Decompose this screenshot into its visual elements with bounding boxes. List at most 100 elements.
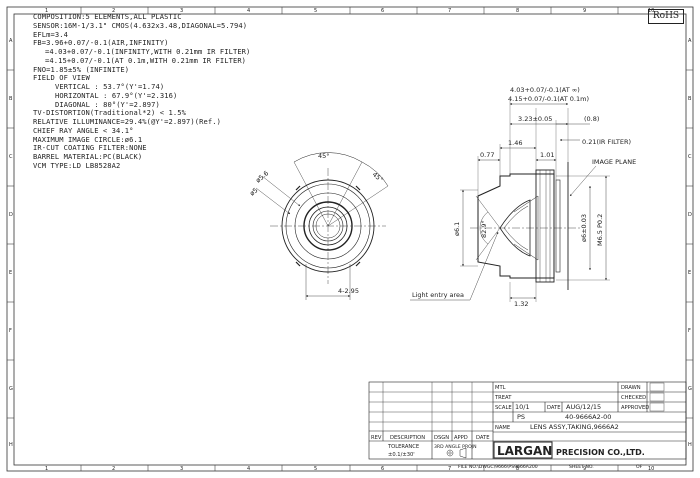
tb-ps: PS (517, 413, 525, 421)
border-number: 9 (583, 8, 586, 14)
image-plane-label: IMAGE PLANE (592, 158, 636, 166)
slot-dimension: 4-2.95 (338, 287, 359, 295)
spec-line: FB=3.96+0.07/-0.1(AIR,INFINITY) (33, 38, 169, 48)
tb-mtl: MTL (495, 385, 506, 391)
dimension-label: 1.32 (514, 300, 528, 308)
spec-line: FIELD OF VIEW (33, 73, 90, 83)
spec-line: SENSOR:16M-1/3.1" CMOS(4.632x3.48,DIAGON… (33, 20, 248, 30)
spec-line: VCM TYPE:LD LB8528A2 (33, 160, 121, 170)
company-name: PRECISION CO.,LTD. (556, 448, 645, 457)
border-letter: D (688, 212, 692, 218)
angle-label: 45° (318, 152, 330, 160)
company-logo: LARGAN (497, 444, 552, 458)
tb-file-no: FILE NO.\DWGC\9666\PS9666A200 (458, 464, 538, 470)
dimension-label: 1.46 (508, 139, 522, 147)
border-number: 10 (648, 466, 654, 472)
border-letter: C (9, 154, 13, 160)
spec-line: COMPOSITION:5 ELEMENTS,ALL PLASTIC (33, 12, 182, 21)
tb-scale-label: SCALE (495, 405, 512, 411)
border-number: 1 (45, 466, 48, 472)
border-number: 9 (583, 466, 586, 472)
angle-label: 45° (371, 170, 385, 184)
border-number: 5 (314, 466, 317, 472)
tb-appd: APPD (454, 435, 468, 441)
spec-line: IR-CUT COATING FILTER:NONE (33, 143, 147, 153)
dimension-label: 0.77 (480, 151, 494, 159)
border-letter: C (688, 154, 692, 160)
tb-of: OF (636, 464, 643, 470)
spec-notes: COMPOSITION:5 ELEMENTS,ALL PLASTIC SENSO… (33, 12, 363, 171)
tb-description: DESCRIPTION (390, 435, 425, 441)
tb-drawn: DRAWN (621, 385, 641, 391)
border-letter: H (688, 442, 692, 448)
title-block (368, 381, 687, 460)
border-letter: F (688, 328, 691, 334)
border-number: 8 (516, 466, 519, 472)
border-number: 7 (448, 466, 451, 472)
diameter-label: ø5 (248, 186, 259, 197)
title-block-labels: MTL TREAT SCALE 10/1 DATE AUG/12/15 PS 4… (371, 385, 649, 470)
border-number: 2 (112, 8, 115, 14)
border-letter: B (9, 96, 13, 102)
border-number: 4 (247, 8, 250, 14)
spec-line: RELATIVE ILLUMINANCE=29.4%(@Y'=2.897)(Re… (33, 117, 221, 126)
border-number: 3 (180, 466, 183, 472)
border-letter: G (9, 386, 13, 392)
ir-filter-thickness: 0.21(IR FILTER) (582, 138, 631, 146)
tb-sheet-no: SHEET NO. (569, 464, 594, 470)
tb-name-value: LENS ASSY,TAKING,9666A2 (530, 423, 619, 431)
spec-line: FNO=1.85±5% (INFINITE) (33, 64, 130, 74)
tb-checked: CHECKED (621, 395, 646, 401)
back-focus-near: 4.15+0.07/-0.1(AT 0.1m) (508, 95, 589, 103)
dimension-label: (0.8) (584, 115, 599, 123)
border-number: 5 (314, 8, 317, 14)
front-view (255, 152, 389, 300)
border-number: 8 (516, 8, 519, 14)
spec-line: EFLm=3.4 (33, 29, 68, 39)
tb-tolerance-label: TOLERANCE (387, 444, 419, 450)
border-letter: D (9, 212, 13, 218)
thread-label: M6.5 P0.2 (596, 214, 604, 246)
border-letter: B (688, 96, 692, 102)
side-view-labels: 4.03+0.07/-0.1(AT ∞) 4.15+0.07/-0.1(AT 0… (412, 86, 636, 308)
border-number: 2 (112, 466, 115, 472)
border-ticks (7, 7, 693, 471)
tb-tolerance-value: ±0.1/±30' (388, 452, 415, 458)
border-number: 1 (45, 8, 48, 14)
back-focus-infinity: 4.03+0.07/-0.1(AT ∞) (510, 86, 580, 94)
tb-date-value: AUG/12/15 (566, 403, 601, 411)
border-letter: A (688, 38, 692, 44)
tb-rev: REV (371, 435, 382, 441)
spec-line: TV-DISTORTION(Traditional*2) < 1.5% (33, 108, 186, 118)
border-letter: A (9, 38, 13, 44)
spec-line: DIAGONAL : 80°(Y'=2.897) (55, 99, 160, 109)
spec-line: HORIZONTAL : 67.9°(Y'=2.316) (55, 90, 178, 100)
border-number: 3 (180, 8, 183, 14)
spec-line: CHIEF RAY ANGLE < 34.1° (33, 125, 134, 135)
rohs-badge: RoHS (648, 9, 684, 24)
fov-angle-label: 82.9° (480, 220, 488, 238)
border-number: 6 (381, 466, 384, 472)
diameter-label: ø6±0.03 (580, 214, 588, 242)
border-number: 6 (381, 8, 384, 14)
tb-dsgn: DSGN (434, 435, 449, 441)
tb-projection: 3RD ANGLE PROJN (434, 444, 477, 450)
side-view (410, 100, 610, 302)
spec-line: BARREL MATERIAL:PC(BLACK) (33, 152, 143, 161)
border-letter: H (9, 442, 13, 448)
border-number: 7 (448, 8, 451, 14)
border-letter: E (688, 270, 691, 276)
diameter-label: ø5.6 (254, 169, 270, 184)
border-letter: E (9, 270, 12, 276)
dimension-label: 1.01 (540, 151, 554, 159)
tb-scale-value: 10/1 (515, 403, 530, 411)
spec-line: =4.15+0.07/-0.1(AT 0.1m,WITH 0.21mm IR F… (45, 55, 247, 65)
tb-date-col: DATE (476, 435, 490, 441)
border-labels: 1 2 3 4 5 6 7 8 9 10 1 2 3 4 5 6 7 8 9 1… (9, 8, 692, 472)
border-letter: G (688, 386, 692, 392)
border-number: 4 (247, 466, 250, 472)
tb-date-label: DATE (547, 405, 561, 411)
spec-line: MAXIMUM IMAGE CIRCLE:ø6.1 (33, 134, 143, 144)
